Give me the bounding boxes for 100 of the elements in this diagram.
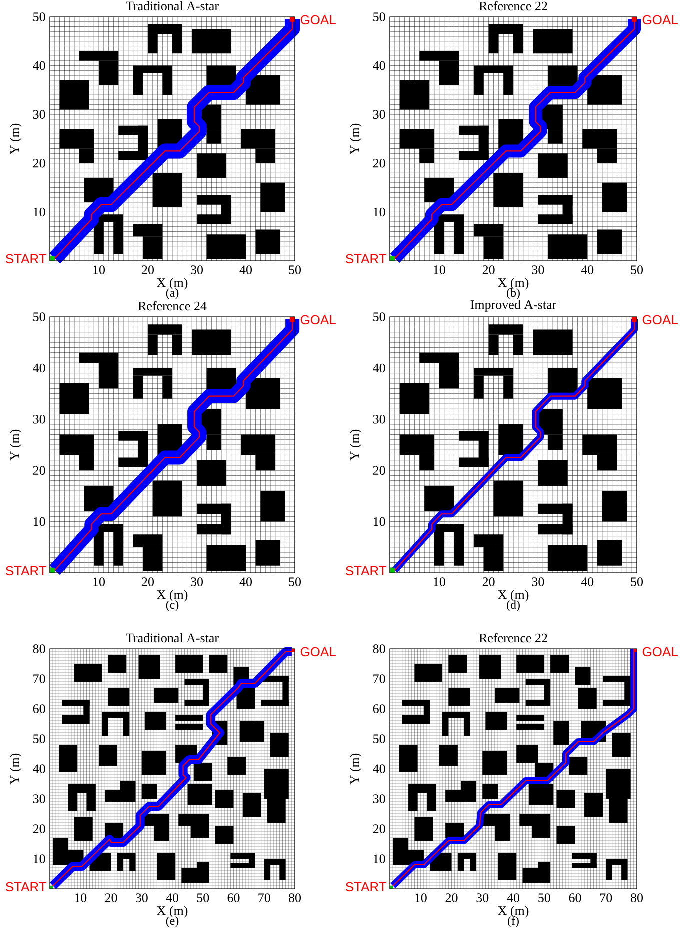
axis-label: X (m) [498, 906, 529, 918]
tick-label: 30 [532, 578, 544, 586]
tick-label: 20 [373, 824, 386, 834]
tick-label: 30 [373, 110, 386, 119]
goal-label: GOAL [642, 15, 678, 25]
tick-label: 20 [446, 894, 458, 902]
tick-label: 50 [34, 734, 46, 744]
tick-label: 30 [373, 415, 386, 424]
tick-label: 30 [191, 578, 203, 586]
tick-label: 20 [373, 159, 386, 168]
axis-label: X (m) [157, 906, 188, 918]
tick-label: 50 [289, 266, 301, 274]
panel-label: (e) [166, 916, 179, 928]
tick-label: 20 [33, 466, 46, 475]
tick-label: 40 [33, 61, 46, 70]
tick-label: 40 [33, 364, 46, 373]
tick-label: 20 [142, 578, 154, 586]
panel-label: (d) [507, 600, 520, 612]
start-label: START [6, 882, 46, 892]
axis-label: Y (m) [350, 124, 362, 155]
plot-title: Improved A-star [470, 300, 557, 312]
tick-label: 50 [374, 12, 386, 22]
tick-label: 10 [434, 266, 446, 274]
start-label: START [6, 254, 46, 264]
tick-label: 40 [373, 364, 386, 373]
axis-label: Y (m) [350, 754, 362, 785]
tick-label: 10 [75, 894, 87, 902]
tick-label: 60 [373, 704, 386, 714]
tick-label: 10 [94, 578, 105, 586]
tick-label: 20 [142, 266, 154, 274]
tick-label: 10 [374, 517, 386, 526]
axis-label: Y (m) [10, 430, 22, 461]
axis-label: Y (m) [350, 430, 362, 461]
tick-label: 50 [289, 578, 301, 586]
tick-label: 40 [166, 894, 178, 902]
tick-label: 20 [373, 466, 386, 475]
axis-label: X (m) [498, 590, 529, 602]
tick-label: 80 [631, 894, 644, 902]
tick-label: 10 [374, 208, 386, 217]
tick-label: 40 [581, 266, 594, 274]
tick-label: 60 [33, 704, 46, 714]
tick-label: 40 [507, 894, 520, 902]
goal-label: GOAL [642, 647, 678, 657]
axis-label: X (m) [157, 590, 188, 602]
tick-label: 50 [34, 312, 46, 322]
tick-label: 80 [33, 644, 46, 654]
tick-label: 50 [197, 894, 210, 902]
tick-label: 10 [34, 517, 46, 526]
plot-title: Reference 22 [479, 633, 548, 643]
goal-label: GOAL [642, 315, 678, 325]
tick-label: 40 [240, 578, 252, 586]
tick-label: 30 [33, 794, 46, 804]
start-label: START [6, 566, 46, 576]
tick-label: 70 [600, 894, 612, 902]
tick-label: 80 [373, 644, 386, 654]
tick-label: 30 [532, 266, 544, 274]
panel-label: (c) [166, 600, 179, 612]
panel-label: (f) [508, 916, 519, 928]
tick-label: 60 [228, 894, 240, 902]
axis-label: X (m) [157, 278, 188, 290]
tick-label: 10 [374, 854, 386, 864]
axis-label: Y (m) [10, 754, 22, 785]
tick-label: 30 [476, 894, 489, 902]
tick-label: 10 [34, 208, 46, 217]
tick-label: 70 [374, 674, 386, 684]
tick-label: 10 [434, 578, 446, 586]
plot-title: Traditional A-star [126, 1, 219, 11]
axis-label: Y (m) [10, 124, 22, 155]
plot-title: Reference 22 [479, 1, 548, 11]
goal-label: GOAL [300, 647, 336, 657]
tick-label: 20 [482, 578, 495, 586]
tick-label: 10 [416, 894, 427, 902]
tick-label: 20 [33, 824, 46, 834]
start-label: START [346, 566, 386, 576]
tick-label: 70 [258, 894, 270, 902]
tick-label: 70 [34, 674, 46, 684]
panel-label: (a) [166, 288, 179, 300]
tick-label: 60 [569, 894, 582, 902]
start-label: START [346, 882, 386, 892]
tick-label: 20 [482, 266, 495, 274]
tick-label: 40 [373, 764, 386, 774]
tick-label: 10 [34, 854, 46, 864]
tick-label: 50 [538, 894, 550, 902]
tick-label: 40 [581, 578, 594, 586]
tick-label: 50 [34, 12, 46, 22]
tick-label: 20 [105, 894, 118, 902]
tick-label: 40 [373, 61, 386, 70]
axis-label: X (m) [498, 278, 529, 290]
tick-label: 30 [33, 110, 46, 119]
plot-title: Reference 24 [138, 301, 207, 311]
tick-label: 30 [136, 894, 148, 902]
tick-label: 30 [33, 415, 46, 424]
goal-label: GOAL [300, 15, 336, 25]
tick-label: 50 [631, 578, 644, 586]
tick-label: 50 [374, 312, 386, 322]
tick-label: 10 [94, 266, 105, 274]
tick-label: 50 [631, 266, 644, 274]
plot-title: Traditional A-star [126, 633, 219, 643]
start-label: START [346, 254, 386, 264]
goal-label: GOAL [300, 315, 336, 325]
